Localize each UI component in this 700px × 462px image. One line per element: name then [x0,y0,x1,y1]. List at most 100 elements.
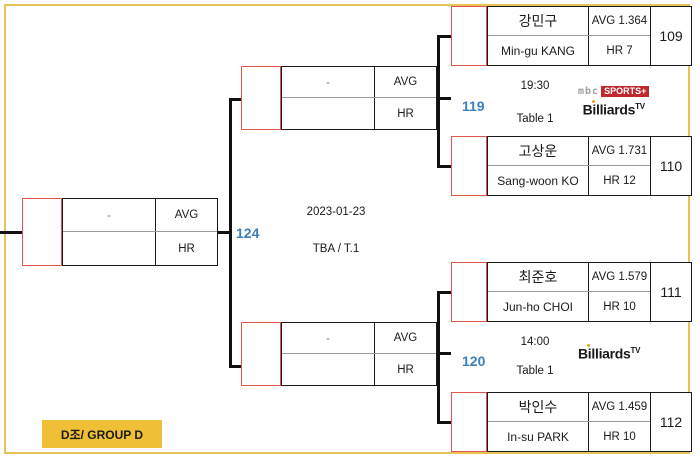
player-110-seed-cell [451,136,487,196]
billiards-logo-text: Billiards [582,101,636,118]
billiards-logo-tv: TV [635,102,645,111]
player-109-name-kr: 강민구 [518,13,558,29]
match-120-table: Table 1 [516,365,554,377]
final-player-en [63,232,155,265]
semifinal-top-player-placeholder: - [326,75,330,89]
final-connector-horizontal [218,231,232,234]
billiards-logo-dot-2 [587,344,590,347]
semifinal-bottom-connector-lower-arm [437,421,451,424]
semifinal-bottom-hr-label: HR [374,354,436,385]
semifinal-top-player-en [282,98,374,129]
semifinal-top-connector-upper-arm [437,35,451,38]
player-box-110[interactable]: 고상운 AVG 1.731 Sang-woon KO HR 12 110 [451,136,692,196]
final-date: 2023-01-23 [306,206,366,218]
final-seed-cell [22,198,62,266]
player-111-name-kr: 최준호 [518,269,558,285]
final-connector-bottom-arm [229,365,241,368]
player-112-row-en: In-su PARK HR 10 [488,422,650,451]
player-111-number: 111 [651,262,692,322]
player-109-name-cell: 강민구 AVG 1.364 Min-gu KANG HR 7 [487,6,651,66]
mbc-sports-badge: SPORTS+ [601,86,650,97]
match-number-119: 119 [462,98,485,114]
player-111-avg: AVG 1.579 [588,263,650,291]
player-112-number: 112 [651,392,692,452]
player-box-112[interactable]: 박인수 AVG 1.459 In-su PARK HR 10 112 [451,392,692,452]
final-connector-top-arm [229,98,241,101]
semifinal-top-connector-lower-arm [437,165,451,168]
semifinal-bottom-row-kr: - AVG [282,323,436,354]
match-120-time: 14:00 [520,336,550,348]
semifinal-top-hr-label: HR [374,98,436,129]
final-hr-label: HR [155,232,217,265]
final-avg-label: AVG [155,199,217,231]
player-110-name-kr: 고상운 [518,143,558,159]
player-111-name-cell: 최준호 AVG 1.579 Jun-ho CHOI HR 10 [487,262,651,322]
player-112-avg: AVG 1.459 [588,393,650,421]
semifinal-bottom-avg-label: AVG [374,323,436,353]
semifinal-top-connector-spine [437,35,440,168]
player-110-avg: AVG 1.731 [588,137,650,165]
player-110-name-en: Sang-woon KO [497,173,579,188]
player-109-avg: AVG 1.364 [588,7,650,35]
final-table: TBA / T.1 [312,243,360,255]
player-box-111[interactable]: 최준호 AVG 1.579 Jun-ho CHOI HR 10 111 [451,262,692,322]
semifinal-top-row-kr: - AVG [282,67,436,98]
semifinal-top-avg-label: AVG [374,67,436,97]
group-label: D조/ GROUP D [42,420,162,448]
player-109-number: 109 [651,6,692,66]
semifinal-bottom-box[interactable]: - AVG HR [241,322,437,386]
player-111-seed-cell [451,262,487,322]
final-name-cell: - AVG HR [62,198,218,266]
billiards-logo-text-2: Billiards [578,345,631,362]
player-112-hr: HR 10 [588,422,650,451]
semifinal-bottom-player-en [282,354,374,385]
final-row-kr: - AVG [63,199,217,232]
semifinal-bottom-seed-cell [241,322,281,386]
billiards-tv-logo: BilliardsTV [583,99,645,118]
semifinal-top-name-cell: - AVG HR [281,66,437,130]
final-match-number: 124 [236,225,260,241]
mbc-sports-plus-logo: mbc SPORTS+ [578,86,650,97]
final-connector-spine [229,98,232,368]
player-109-row-kr: 강민구 AVG 1.364 [488,7,650,36]
semifinal-bottom-connector-horizontal [437,352,451,355]
player-110-row-en: Sang-woon KO HR 12 [488,166,650,195]
final-player-placeholder: - [107,208,111,222]
semifinal-bottom-player-placeholder: - [326,331,330,345]
final-row-en: HR [63,232,217,265]
player-111-name-en: Jun-ho CHOI [502,299,574,314]
player-112-name-cell: 박인수 AVG 1.459 In-su PARK HR 10 [487,392,651,452]
mbc-letters: mbc [578,86,600,97]
semifinal-top-seed-cell [241,66,281,130]
semifinal-top-connector-horizontal [437,97,451,100]
semifinal-top-row-en: HR [282,98,436,129]
player-110-row-kr: 고상운 AVG 1.731 [488,137,650,166]
semifinal-bottom-connector-spine [437,291,440,424]
player-109-row-en: Min-gu KANG HR 7 [488,36,650,65]
final-entry-stub [0,231,22,234]
player-112-row-kr: 박인수 AVG 1.459 [488,393,650,422]
match-119-broadcaster-logos: mbc SPORTS+ BilliardsTV [578,86,650,118]
player-110-number: 110 [651,136,692,196]
match-number-120: 120 [462,353,486,369]
semifinal-top-box[interactable]: - AVG HR [241,66,437,130]
match-119-table: Table 1 [516,113,554,125]
billiards-tv-logo-2: BilliardsTV [578,343,640,362]
match-119-time: 19:30 [520,80,550,92]
semifinal-bottom-connector-upper-arm [437,291,451,294]
player-111-row-kr: 최준호 AVG 1.579 [488,263,650,292]
player-109-hr: HR 7 [588,36,650,65]
player-110-name-cell: 고상운 AVG 1.731 Sang-woon KO HR 12 [487,136,651,196]
player-112-name-en: In-su PARK [507,429,569,444]
billiards-logo-dot [591,100,595,103]
match-120-broadcaster-logos: BilliardsTV [578,343,640,362]
player-109-name-en: Min-gu KANG [500,43,576,58]
player-110-hr: HR 12 [588,166,650,195]
final-match-box[interactable]: - AVG HR [22,198,218,266]
player-box-109[interactable]: 강민구 AVG 1.364 Min-gu KANG HR 7 109 [451,6,692,66]
billiards-logo-tv-2: TV [630,346,641,355]
player-111-hr: HR 10 [588,292,650,321]
player-112-seed-cell [451,392,487,452]
player-109-seed-cell [451,6,487,66]
